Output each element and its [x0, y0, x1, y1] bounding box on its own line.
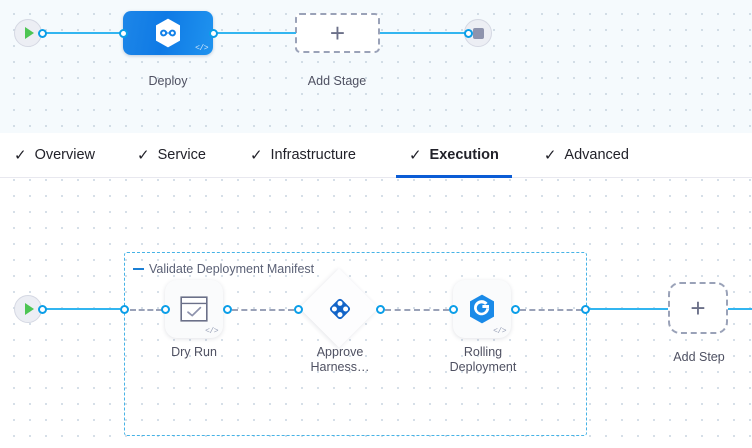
connector-start-to-deploy [42, 31, 125, 34]
step-group-validate-deployment-manifest[interactable] [124, 252, 587, 436]
approve-left-port[interactable] [294, 304, 303, 314]
tab-overview[interactable]: ✓ Overview [14, 133, 95, 177]
add-stage-button[interactable]: + [295, 13, 380, 53]
connector-deploy-to-addstage [213, 31, 296, 34]
stop-icon [472, 27, 484, 39]
rolling-right-port[interactable] [511, 304, 520, 314]
rolling-deployment-hexagon-icon [470, 294, 494, 324]
connector-rolling-to-group-exit [520, 308, 582, 311]
step-label-approve-harness: Approve Harness… [310, 345, 370, 374]
connector-group-to-addstep [590, 307, 668, 310]
connector-approve-to-rolling [385, 308, 449, 311]
add-step-label: Add Step [673, 350, 725, 364]
pipeline-start-node[interactable] [14, 19, 42, 47]
check-icon: ✓ [543, 146, 557, 164]
check-icon: ✓ [137, 146, 150, 164]
plus-icon: + [329, 18, 346, 48]
check-icon: ✓ [249, 146, 263, 164]
harness-infinity-hexagon-icon [156, 18, 180, 48]
connector-addstage-to-end [380, 31, 468, 34]
group-exit-port[interactable] [581, 304, 590, 314]
play-icon [25, 27, 34, 39]
tab-label-execution: Execution [429, 147, 499, 163]
stage-label-deploy: Deploy [148, 74, 188, 88]
dryrun-right-port[interactable] [223, 304, 232, 314]
step-node-dry-run[interactable]: </> [165, 280, 223, 338]
tab-execution[interactable]: ✓ Execution [395, 133, 512, 178]
check-icon: ✓ [408, 146, 422, 164]
connector-start-to-group [42, 307, 120, 310]
play-icon [25, 303, 34, 315]
tab-service[interactable]: ✓ Service [137, 133, 206, 177]
step-label-rolling-deployment: Rolling Deployment [449, 345, 517, 374]
end-node-port[interactable] [464, 28, 473, 38]
deploy-node-left-port[interactable] [119, 28, 128, 38]
collapse-minus-icon[interactable] [133, 268, 144, 270]
plus-icon: + [690, 293, 706, 323]
step-group-label: Validate Deployment Manifest [149, 262, 315, 276]
code-badge-icon: </> [493, 327, 506, 336]
add-step-button[interactable]: + [668, 282, 728, 334]
execution-start-port[interactable] [38, 304, 47, 314]
tab-label-service: Service [157, 147, 206, 163]
tab-label-infrastructure: Infrastructure [270, 147, 356, 163]
rolling-left-port[interactable] [449, 304, 458, 314]
step-group-header[interactable]: Validate Deployment Manifest [133, 262, 314, 276]
execution-start-node[interactable] [14, 295, 42, 323]
code-badge-icon: </> [205, 327, 218, 336]
step-node-rolling-deployment[interactable]: </> [453, 280, 511, 338]
code-badge-icon: </> [195, 44, 208, 53]
dryrun-left-port[interactable] [161, 304, 170, 314]
start-node-port[interactable] [38, 28, 47, 38]
deploy-node-right-port[interactable] [209, 28, 218, 38]
tab-label-overview: Overview [34, 147, 96, 163]
execution-steps-canvas[interactable]: Validate Deployment Manifest </> Dry Run [0, 178, 752, 448]
connector-group-to-dryrun [130, 308, 162, 311]
tab-advanced[interactable]: ✓ Advanced [544, 133, 629, 177]
pipeline-stage-canvas[interactable]: </> Deploy + Add Stage [0, 0, 752, 133]
group-entry-port[interactable] [120, 304, 129, 314]
approval-diamond-icon [329, 298, 351, 320]
connector-addstep-trailing [728, 307, 752, 310]
dry-run-check-icon [180, 296, 208, 322]
check-icon: ✓ [14, 146, 27, 164]
step-label-dry-run: Dry Run [171, 345, 217, 359]
tab-infrastructure[interactable]: ✓ Infrastructure [250, 133, 356, 177]
tab-label-advanced: Advanced [564, 147, 629, 163]
stage-node-deploy[interactable]: </> [123, 11, 213, 55]
approve-right-port[interactable] [376, 304, 385, 314]
add-stage-label: Add Stage [307, 74, 367, 88]
stage-config-tabs: ✓ Overview ✓ Service ✓ Infrastructure ✓ … [0, 133, 752, 178]
connector-dryrun-to-approve [232, 308, 294, 311]
